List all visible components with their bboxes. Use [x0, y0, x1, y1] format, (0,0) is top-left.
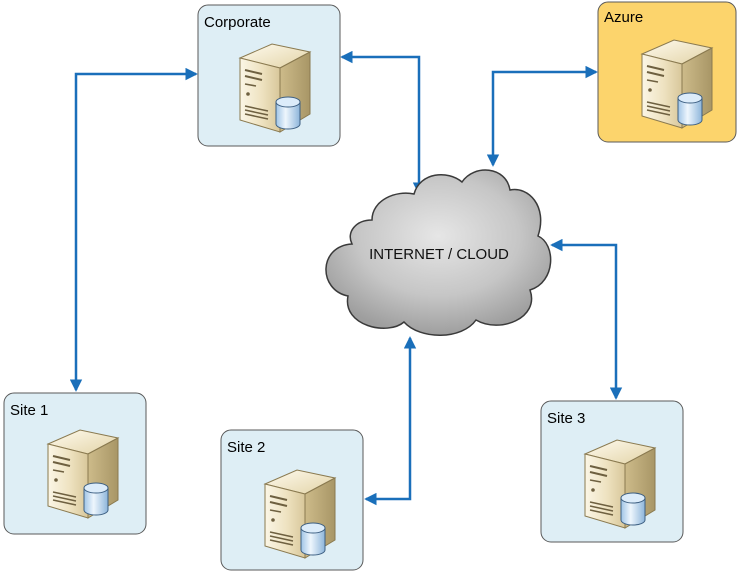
- connector-corporate-site1: [69, 67, 198, 392]
- cloud-icon: [325, 169, 552, 336]
- connectors: [69, 50, 623, 506]
- node-label: Site 2: [227, 439, 265, 456]
- node-label: Site 1: [10, 402, 48, 419]
- connector-cloud-site3: [550, 238, 623, 400]
- server-icon: [47, 429, 119, 519]
- server-icon: [641, 39, 713, 129]
- connector-corporate-cloud: [340, 50, 426, 195]
- node-label: Corporate: [204, 14, 271, 31]
- node-site3: Site 3: [540, 400, 684, 543]
- node-corporate: Corporate: [197, 4, 341, 147]
- node-site2: Site 2: [220, 429, 364, 571]
- cloud-node: INTERNET / CLOUD: [325, 169, 552, 336]
- node-azure: Azure: [597, 1, 737, 143]
- node-site1: Site 1: [3, 392, 147, 535]
- connector-azure-cloud: [486, 65, 598, 167]
- node-label: Site 3: [547, 410, 585, 427]
- server-icon: [584, 439, 656, 529]
- cloud-label: INTERNET / CLOUD: [369, 246, 509, 263]
- connector-cloud-site2: [364, 336, 417, 506]
- server-icon: [239, 43, 311, 133]
- server-icon: [264, 469, 336, 559]
- node-label: Azure: [604, 9, 643, 26]
